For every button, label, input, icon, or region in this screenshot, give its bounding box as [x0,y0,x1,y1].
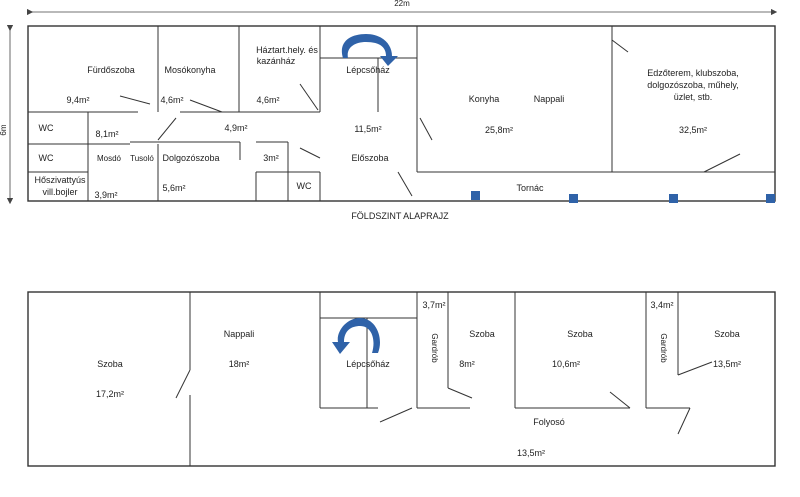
room-dolgozoszoba: Dolgozószoba [162,153,219,163]
room-furdoszoba: Fürdőszoba [87,65,135,75]
upper-floor-labels: Szoba 17,2m² Nappali 18m² Lépcsőház 3,7m… [96,300,741,458]
room-szoba-2: Szoba [469,329,495,339]
room-lepcsohaz-ground: Lépcsőház [346,65,390,75]
width-dimension: 22m [26,0,778,16]
room-konyha: Konyha [469,94,500,104]
area-konyha: 25,8m² [485,125,513,135]
room-nappali-upper: Nappali [224,329,255,339]
room-mosokonyha: Mosókonyha [164,65,215,75]
room-haztart-line1: Háztart.hely. és [256,45,318,55]
ground-floor-labels: Fürdőszoba 9,4m² Mosókonyha 4,6m² Háztar… [34,45,738,221]
height-label: 6m [0,124,8,135]
room-edzoterem-line1: Edzőterem, klubszoba, [647,68,739,78]
area-nappali-upper: 18m² [229,359,250,369]
area-4-9: 4,9m² [224,123,247,133]
area-mosokonyha: 4,6m² [160,95,183,105]
area-szoba-1: 17,2m² [96,389,124,399]
area-folyoso: 13,5m² [517,448,545,458]
area-szoba-3: 10,6m² [552,359,580,369]
room-lepcsohaz-upper: Lépcsőház [346,359,390,369]
room-wc-2: WC [39,153,54,163]
porch-columns [471,191,775,203]
room-tornac: Tornác [516,183,544,193]
room-szoba-3: Szoba [567,329,593,339]
room-edzoterem-line3: üzlet, stb. [674,92,713,102]
porch-column [471,191,480,200]
room-wc-3: WC [297,181,312,191]
area-szoba-4: 13,5m² [713,359,741,369]
room-edzoterem-line2: dolgozószoba, műhely, [647,80,738,90]
width-label: 22m [394,0,410,8]
room-gardrob-2: Gardrób [659,333,668,363]
room-nappali-ground: Nappali [534,94,565,104]
room-eloszoba: Előszoba [351,153,388,163]
room-mosdo: Mosdó [97,154,122,163]
area-3: 3m² [263,153,279,163]
upper-floor-walls [27,291,776,467]
upper-stair-arrow-icon [332,318,380,354]
ground-floor-walls [27,25,776,202]
room-folyoso: Folyosó [533,417,565,427]
ground-floor-caption: FÖLDSZINT ALAPRAJZ [351,211,449,221]
height-dimension: 6m [0,24,14,205]
ground-stair-arrow-icon [341,34,398,66]
room-hoszivattyus-line1: Hőszivattyús [34,175,86,185]
area-3-7: 3,7m² [422,300,445,310]
room-szoba-1: Szoba [97,359,123,369]
area-11-5: 11,5m² [354,124,381,134]
room-gardrob-1: Gardrób [430,333,439,363]
room-haztart-line2: kazánház [257,56,296,66]
room-wc-1: WC [39,123,54,133]
area-3-9: 3,9m² [94,190,117,200]
room-tusolo: Tusoló [130,154,154,163]
porch-column [669,194,678,203]
area-dolgozoszoba: 5,6m² [162,183,185,193]
room-hoszivattyus-line2: vill.bojler [42,187,77,197]
area-3-4: 3,4m² [650,300,673,310]
porch-column [766,194,775,203]
room-szoba-4: Szoba [714,329,740,339]
area-8-1: 8,1m² [95,129,118,139]
area-edzoterem: 32,5m² [679,125,707,135]
area-szoba-2: 8m² [459,359,475,369]
porch-column [569,194,578,203]
area-haztart: 4,6m² [256,95,279,105]
area-furdoszoba: 9,4m² [66,95,89,105]
